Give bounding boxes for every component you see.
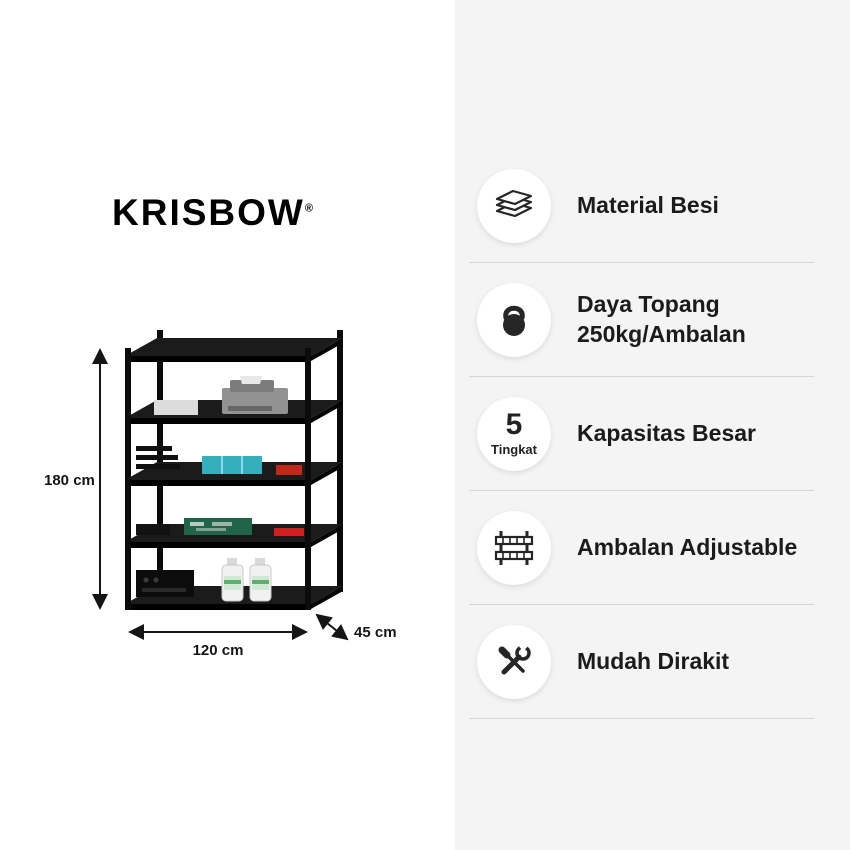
height-dimension-label: 180 cm	[44, 472, 95, 489]
feature-row-tiers: 5 Tingkat Kapasitas Besar	[469, 377, 814, 491]
feature-row-assembly: Mudah Dirakit	[469, 605, 814, 719]
brand-logo: KRISBOW®	[112, 192, 313, 234]
features-panel: Material Besi Daya Topang 250kg/Ambalan …	[455, 0, 850, 850]
feature-label: Mudah Dirakit	[577, 647, 730, 674]
black-box-item	[136, 570, 194, 597]
shelf-rack-svg: 180 cm 120 cm 45 cm	[44, 330, 397, 659]
red-tool-item	[274, 528, 304, 536]
width-dimension-label: 120 cm	[193, 642, 244, 659]
shelf-rack-illustration: 180 cm 120 cm 45 cm	[36, 314, 436, 666]
feature-row-adjustable: Ambalan Adjustable	[469, 491, 814, 605]
black-tool-item	[136, 524, 170, 535]
product-panel: KRISBOW®	[36, 192, 436, 666]
feature-label: Ambalan Adjustable	[577, 533, 798, 560]
bottle-item	[249, 558, 272, 602]
five-tier-badge: 5 Tingkat	[477, 396, 551, 471]
kettlebell-weight-icon	[477, 282, 551, 357]
white-box-item	[154, 400, 198, 415]
feature-label: Kapasitas Besar	[577, 419, 756, 446]
green-kit-item	[184, 518, 252, 535]
rack-front-posts	[125, 348, 311, 610]
rack-items	[136, 376, 304, 602]
dimension-depth	[315, 613, 349, 641]
brand-logo-text: KRISBOW	[112, 192, 305, 233]
registered-mark: ®	[304, 202, 313, 215]
feature-row-capacity: Daya Topang 250kg/Ambalan	[469, 263, 814, 377]
feature-label: Material Besi	[577, 191, 719, 218]
clamps-item	[136, 446, 180, 469]
bottle-item	[221, 558, 244, 602]
feature-row-material: Material Besi	[469, 149, 814, 263]
printer-item	[222, 376, 288, 414]
metal-sheets-icon	[477, 168, 551, 243]
teal-tray-item	[202, 456, 262, 474]
tier-count: 5	[505, 408, 523, 441]
tier-caption: Tingkat	[491, 442, 537, 457]
depth-dimension-label: 45 cm	[354, 624, 397, 641]
feature-label: Daya Topang 250kg/Ambalan	[577, 290, 746, 347]
features-list: Material Besi Daya Topang 250kg/Ambalan …	[469, 149, 814, 719]
red-item	[276, 465, 302, 475]
adjustable-shelf-icon	[477, 510, 551, 585]
rack-back-posts	[157, 330, 343, 592]
tools-icon	[477, 624, 551, 699]
